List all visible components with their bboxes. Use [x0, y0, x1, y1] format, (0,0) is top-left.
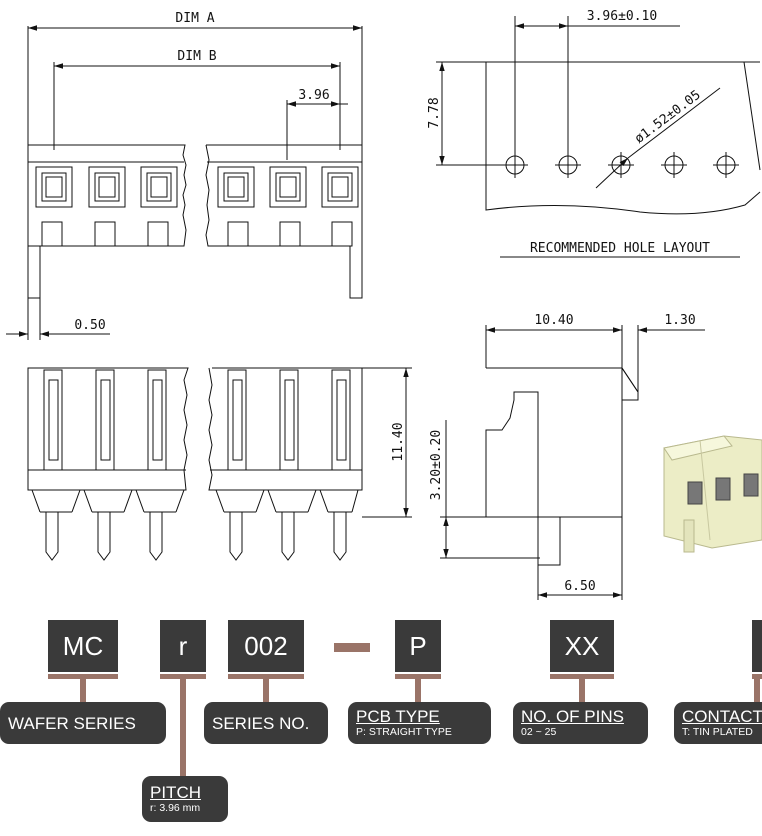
side-step-label: 1.30 — [664, 313, 695, 328]
side-depth-label: 10.40 — [534, 313, 573, 328]
pins-connector — [579, 674, 585, 702]
code-series-no-box: 002 — [228, 620, 304, 672]
layout-title: RECOMMENDED HOLE LAYOUT — [530, 241, 710, 256]
series-no-connector — [263, 674, 269, 702]
pins — [31, 489, 359, 561]
code-pitch-box: r — [160, 620, 206, 672]
pin-width-label: 0.50 — [74, 318, 105, 333]
dim-a-label: DIM A — [175, 11, 214, 26]
pin-slots — [43, 369, 351, 471]
code-pins-box: XX — [550, 620, 614, 672]
pitch-label: 3.96 — [298, 88, 329, 103]
pcb-type-label: PCB TYPE P: STRAIGHT TYPE — [348, 702, 491, 744]
connector-3d-render — [663, 435, 762, 553]
hole-diameter-label: ø1.52±0.05 — [632, 88, 704, 147]
code-pcb-box: P — [395, 620, 441, 672]
dash-separator — [334, 643, 370, 652]
pin-offset-label: 6.50 — [564, 579, 595, 594]
front-view-top — [6, 25, 363, 340]
code-series-box: MC — [48, 620, 118, 672]
dimension-labels: DIM A DIM B 3.96 0.50 11.40 3.96±0.10 7.… — [74, 9, 710, 594]
dim-b-label: DIM B — [177, 49, 216, 64]
contact-label: CONTACT T: TIN PLATED — [674, 702, 762, 744]
hole-layout — [436, 16, 761, 258]
side-view — [440, 325, 705, 600]
pitch-connector — [180, 674, 186, 778]
body-height-label: 11.40 — [391, 422, 406, 461]
no-of-pins-label: NO. OF PINS 02 ~ 25 — [513, 702, 648, 744]
wafer-series-label: WAFER SERIES — [0, 702, 166, 744]
series-connector — [80, 674, 86, 702]
series-no-label: SERIES NO. — [204, 702, 328, 744]
pin-length-label: 3.20±0.20 — [429, 430, 444, 500]
code-contact-box — [752, 620, 762, 672]
pcb-connector — [415, 674, 421, 702]
pitch-label-box: PITCH r: 3.96 mm — [142, 776, 228, 822]
cavities — [35, 166, 359, 208]
contact-connector — [754, 674, 760, 702]
hole-pitch-label: 3.96±0.10 — [587, 9, 657, 24]
hole-height-label: 7.78 — [427, 97, 442, 128]
